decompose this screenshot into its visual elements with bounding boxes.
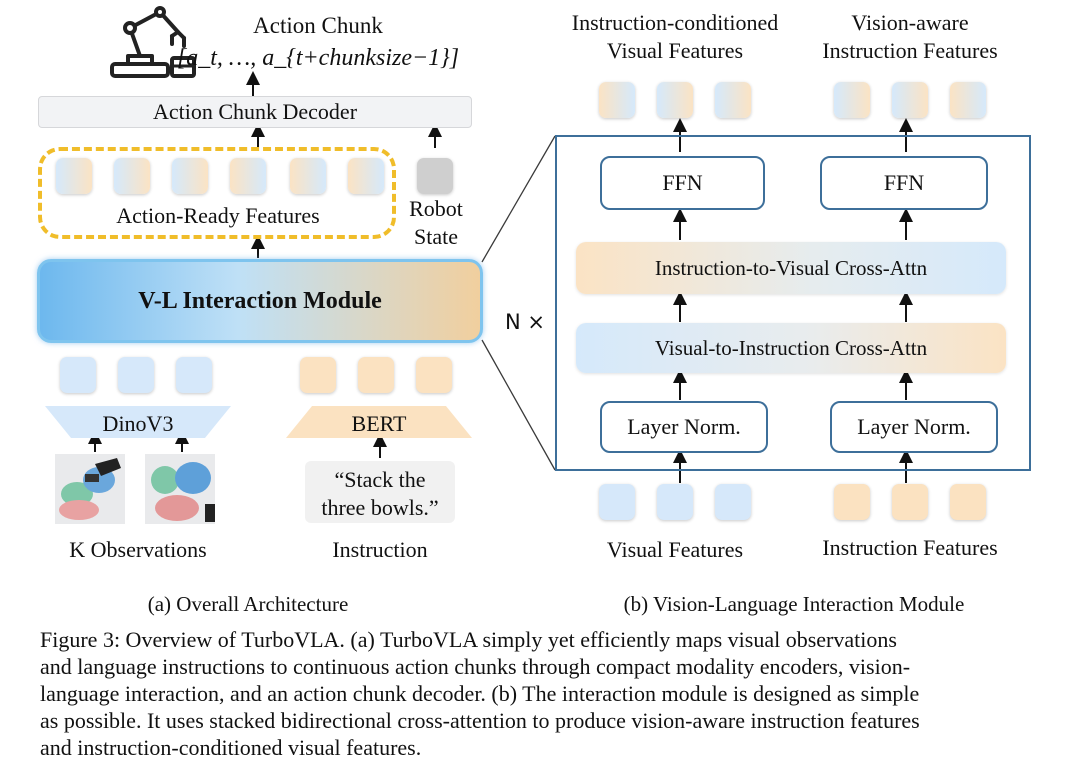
output-visual-chip <box>715 82 751 118</box>
text-token-chip <box>416 357 452 393</box>
action-chunk-decoder: Action Chunk Decoder <box>38 96 472 128</box>
ffn-left: FFN <box>600 156 765 210</box>
robot-state-chip <box>417 158 453 194</box>
instruction-label: Instruction <box>332 537 428 562</box>
input-instruction-chip <box>950 484 986 520</box>
output-visual-chip <box>599 82 635 118</box>
action-chunk-formula: [a_t, …, a_{t+chunksize−1}] <box>176 45 460 71</box>
dino-label: DinoV3 <box>102 411 174 436</box>
k-observations-label: K Observations <box>69 537 207 562</box>
text-token-chip <box>358 357 394 393</box>
input-visual-chip <box>599 484 635 520</box>
ffn-right: FFN <box>820 156 988 210</box>
caption-line: Figure 3: Overview of TurboVLA. (a) Turb… <box>40 627 897 652</box>
interaction-module-frame <box>555 135 1031 471</box>
feature-chip <box>348 158 384 194</box>
visual-token-chip <box>118 357 154 393</box>
instruction-bubble <box>305 461 455 523</box>
action-chunk-title: Action Chunk <box>253 13 383 38</box>
action-ready-label: Action-Ready Features <box>116 203 320 228</box>
instruction-quote-2: three bowls.” <box>321 495 439 520</box>
caption-line: language interaction, and an action chun… <box>40 681 920 706</box>
robot-state-label-2: State <box>414 224 458 249</box>
layer-norm-left: Layer Norm. <box>600 401 768 453</box>
instruction-features-label: Instruction Features <box>822 535 998 560</box>
caption-line: and language instructions to continuous … <box>40 654 911 679</box>
instruction-quote-1: “Stack the <box>334 467 426 492</box>
input-instruction-chip <box>892 484 928 520</box>
input-instruction-chip <box>834 484 870 520</box>
visual-to-instruction-cross-attn: Visual-to-Instruction Cross-Attn <box>576 323 1006 373</box>
bert-encoder-shape <box>286 406 472 438</box>
visual-token-chip <box>60 357 96 393</box>
text-token-chip <box>300 357 336 393</box>
input-visual-chip <box>715 484 751 520</box>
feature-chip <box>230 158 266 194</box>
top-right-label-1: Vision-aware <box>851 10 969 35</box>
n-times-label: N × <box>505 310 545 334</box>
feature-chip <box>114 158 150 194</box>
caption-line: as possible. It uses stacked bidirection… <box>40 708 920 733</box>
output-visual-chip <box>657 82 693 118</box>
dino-encoder-shape <box>45 406 231 438</box>
input-visual-chip <box>657 484 693 520</box>
action-ready-region <box>38 147 396 239</box>
robot-arm-icon <box>110 6 196 78</box>
zoom-line-bottom <box>481 339 556 471</box>
caption-line: and instruction-conditioned visual featu… <box>40 735 422 760</box>
top-left-label-2: Visual Features <box>606 38 744 63</box>
feature-chip <box>56 158 92 194</box>
visual-features-label: Visual Features <box>606 537 744 562</box>
observation-image-2 <box>145 454 215 524</box>
top-right-label-2: Instruction Features <box>822 38 998 63</box>
visual-token-chip <box>176 357 212 393</box>
subcaption-a: (a) Overall Architecture <box>147 592 349 616</box>
vl-interaction-module: V-L Interaction Module <box>37 259 483 343</box>
output-instruction-chip <box>950 82 986 118</box>
instruction-to-visual-cross-attn: Instruction-to-Visual Cross-Attn <box>576 242 1006 294</box>
subcaption-b: (b) Vision-Language Interaction Module <box>623 592 965 616</box>
layer-norm-right: Layer Norm. <box>830 401 998 453</box>
observation-image-1 <box>55 454 125 524</box>
feature-chip <box>172 158 208 194</box>
output-instruction-chip <box>834 82 870 118</box>
zoom-line-top <box>481 135 556 263</box>
output-instruction-chip <box>892 82 928 118</box>
bert-label: BERT <box>351 411 407 436</box>
figure-caption: Figure 3: Overview of TurboVLA. (a) Turb… <box>40 626 1060 761</box>
robot-state-label-1: Robot <box>409 196 463 221</box>
top-left-label-1: Instruction-conditioned <box>571 10 779 35</box>
feature-chip <box>290 158 326 194</box>
